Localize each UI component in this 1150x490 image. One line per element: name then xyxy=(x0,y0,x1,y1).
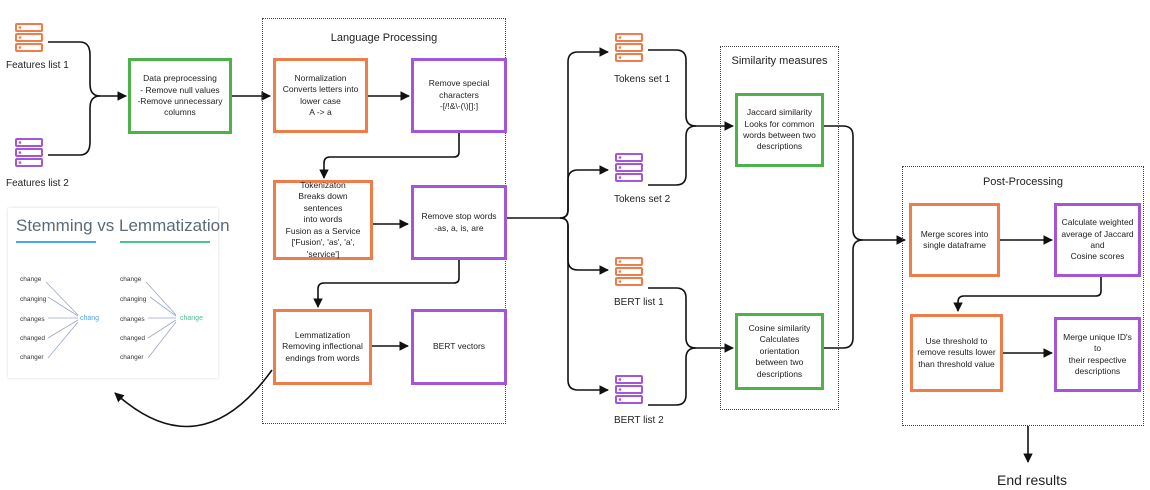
features-list-1-label: Features list 1 xyxy=(6,60,69,71)
stem-word-2: changing xyxy=(20,296,47,303)
tokens-set-2-label: Tokens set 2 xyxy=(614,194,671,205)
remove-stop-words-box: Remove stop words -as, a, is, are xyxy=(411,185,507,260)
stemming-title: Stemming vs Lemmatization xyxy=(16,216,230,235)
tokenization-box: Tokenizaton Breaks down sentences into w… xyxy=(273,180,373,260)
bert-list-2-label: BERT list 2 xyxy=(614,415,664,426)
database-icon-orange-1 xyxy=(15,23,43,52)
post-processing-group: Post-Processing xyxy=(902,166,1144,426)
stemming-arrows xyxy=(45,281,177,359)
database-icon-purple-2 xyxy=(615,153,643,182)
stem-word-3: changes xyxy=(20,316,45,323)
features-list-2-label: Features list 2 xyxy=(6,178,69,189)
lemma-word-3: changes xyxy=(120,316,145,323)
data-preprocessing-box: Data preprocessing - Remove null values … xyxy=(128,58,232,134)
lemma-word-1: change xyxy=(120,276,142,283)
post-processing-title: Post-Processing xyxy=(982,176,1064,188)
cosine-similarity-box: Cosine similarity Calculates orientation… xyxy=(735,313,824,390)
database-icon-orange-3 xyxy=(615,257,643,286)
tokens-set-1-label: Tokens set 1 xyxy=(614,74,671,85)
lemma-word-2: changing xyxy=(120,296,147,303)
language-processing-title: Language Processing xyxy=(330,32,438,44)
stem-word-1: change xyxy=(20,276,42,283)
merge-ids-box: Merge unique ID's to their respective de… xyxy=(1054,317,1141,392)
stemming-vs-lemmatization-image: Stemming vs Lemmatization change changin… xyxy=(8,208,230,378)
stemming-underline xyxy=(16,241,96,243)
similarity-measures-group: Similarity measures xyxy=(720,46,839,410)
merge-scores-box: Merge scores into single dataframe xyxy=(909,203,1000,277)
end-results-label: End results xyxy=(997,472,1068,488)
threshold-box: Use threshold to remove results lower th… xyxy=(910,314,1003,392)
stem-word-4: changed xyxy=(20,335,45,342)
lemmatization-box: Lemmatization Removing inflectional endi… xyxy=(273,309,372,385)
database-icon-orange-2 xyxy=(615,33,643,62)
lemmatization-underline xyxy=(120,241,210,243)
weighted-average-box: Calculate weighted average of Jaccard an… xyxy=(1054,203,1141,277)
lemma-result: change xyxy=(180,315,203,322)
stem-result: chang xyxy=(80,315,100,322)
remove-special-characters-box: Remove special characters -[/!&\-(\)[]:] xyxy=(411,58,507,133)
bert-list-1-label: BERT list 1 xyxy=(614,297,664,308)
jaccard-similarity-box: Jaccard similarity Looks for common word… xyxy=(735,93,824,167)
normalization-box: Normalization Converts letters into lowe… xyxy=(273,58,368,133)
lemma-word-5: changer xyxy=(120,354,144,361)
lemma-word-4: changed xyxy=(120,335,145,342)
bert-vectors-box: BERT vectors xyxy=(411,309,507,385)
database-icon-purple-3 xyxy=(615,375,643,404)
stem-word-5: changer xyxy=(20,354,44,361)
similarity-measures-title: Similarity measures xyxy=(731,55,828,67)
database-icon-purple-1 xyxy=(15,138,43,167)
